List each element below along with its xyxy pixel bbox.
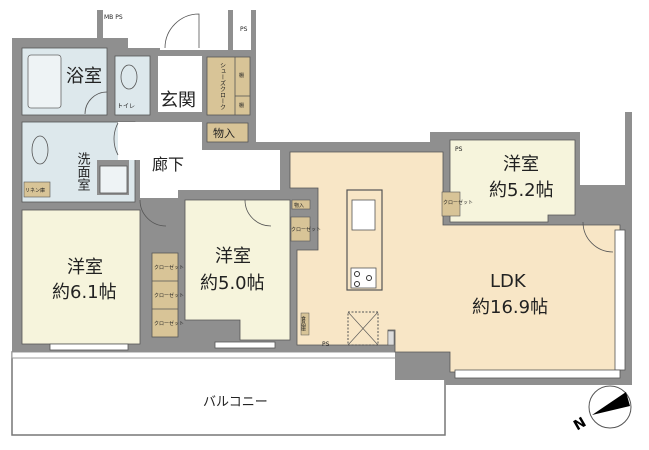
storage-entrance xyxy=(206,122,249,143)
closet-label: クローゼット xyxy=(154,320,184,327)
shelf-label: 棚 xyxy=(239,102,244,109)
shelf-label: 棚 xyxy=(239,72,244,79)
closet-label: クローゼット xyxy=(291,226,321,233)
storage-entrance-label: 物入 xyxy=(213,126,235,140)
stove-icon xyxy=(350,267,377,289)
bathtub-icon xyxy=(27,54,62,109)
shoe-cloak xyxy=(206,56,251,116)
room-5-0-size: 約5.0帖 xyxy=(200,273,265,294)
linen-label: リネン庫 xyxy=(25,187,45,194)
room-6-1-size: 約6.1帖 xyxy=(52,282,117,303)
closet-label: クローゼット xyxy=(154,292,184,299)
balcony-area xyxy=(11,351,446,436)
washroom-label: 洗面室 xyxy=(75,152,91,191)
storage-small-label: 物入 xyxy=(294,202,304,209)
entrance-label: 玄関 xyxy=(160,90,196,111)
room-6-1 xyxy=(21,209,141,345)
room-5-2 xyxy=(449,139,576,223)
room-6-1-name: 洋室 xyxy=(67,257,103,278)
balcony-label: バルコニー xyxy=(203,395,268,410)
entrance xyxy=(158,56,202,112)
ldk-size: 約16.9帖 xyxy=(472,297,548,318)
ps-label: PS xyxy=(455,146,463,153)
ps-label: PS xyxy=(240,26,248,33)
refrigerator-space xyxy=(347,311,379,346)
room-5-2-size: 約5.2帖 xyxy=(489,180,554,201)
balcony-rail xyxy=(11,351,446,359)
storage-small xyxy=(291,199,311,210)
ps-ldk xyxy=(387,330,395,346)
closet-label: クローゼット xyxy=(154,264,184,271)
closets-6-1 xyxy=(151,252,179,338)
kitchen-sink-icon xyxy=(351,199,376,231)
door-swings xyxy=(84,13,614,253)
closet-5-0 xyxy=(290,216,311,242)
compass-icon: N xyxy=(571,385,632,434)
mb-ps-shaft xyxy=(103,10,123,38)
pantry xyxy=(300,312,310,336)
toilet-icon xyxy=(120,64,138,90)
bath-label: 浴室 xyxy=(66,66,102,87)
closet-label: クローゼット xyxy=(443,199,473,206)
room-5-0-name: 洋室 xyxy=(215,246,251,267)
linen-storage xyxy=(23,181,51,198)
shoe-cloak-label: シューズクローク xyxy=(219,62,226,110)
washer-pan-icon xyxy=(99,165,128,194)
windows xyxy=(49,229,626,379)
corridor xyxy=(118,122,280,198)
sink-icon xyxy=(31,135,49,165)
compass-north-label: N xyxy=(571,414,589,434)
mb-ps-label: MB PS xyxy=(104,14,123,21)
ldk-name: LDK xyxy=(490,271,527,292)
toilet-label: トイレ xyxy=(117,103,135,110)
room-5-2-name: 洋室 xyxy=(503,154,539,175)
room-5-0 xyxy=(184,199,291,341)
closet-5-2 xyxy=(441,191,461,217)
ps-shaft xyxy=(233,10,251,50)
ps-label: PS xyxy=(322,341,330,348)
pantry-label: 食品庫 xyxy=(300,315,306,332)
corridor-label: 廊下 xyxy=(152,155,184,174)
